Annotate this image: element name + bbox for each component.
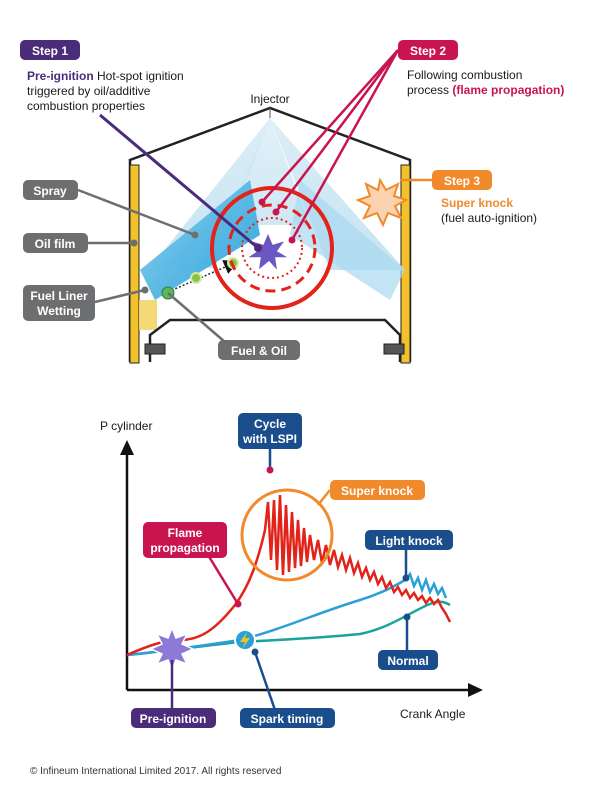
- cycle-lspi-label-line2: with LSPI: [242, 432, 297, 446]
- oil-film-label-box: [23, 233, 88, 253]
- spark-timing-leader-dot: [251, 648, 259, 656]
- light-knock-badge: [365, 530, 453, 550]
- oil-film-callout: Oil film: [23, 233, 138, 253]
- lspi-pressure-curve: [126, 494, 452, 657]
- fuel-liner-label-line2: Wetting: [37, 304, 81, 318]
- super-knock-highlight-ring: [240, 488, 334, 582]
- super-knock-badge: [330, 480, 425, 500]
- flame-front-inner: [241, 217, 303, 279]
- step-3-badge: [432, 170, 492, 190]
- spark-timing-label: Spark timing: [251, 712, 324, 726]
- super-knock-leader: [317, 489, 331, 506]
- light-knock-pressure-curve: [126, 571, 448, 657]
- light-knock-label: Light knock: [375, 534, 443, 548]
- fuel-liner-leader-dot: [141, 286, 149, 294]
- normal-leader-dot: [403, 613, 411, 621]
- piston-ring-left: [144, 343, 166, 355]
- spray-label: Spray: [33, 184, 67, 198]
- step-2-desc-prefix: process: [407, 83, 452, 97]
- super-knock-star-icon: [355, 177, 409, 228]
- fuel-liner-label-box: [23, 285, 95, 321]
- fuel-liner-wetting-callout: Fuel Liner Wetting: [23, 285, 149, 321]
- super-knock-chart-label: Super knock: [341, 484, 413, 498]
- fuel-spray-cone: [140, 180, 260, 300]
- spark-timing-badge: [240, 708, 335, 728]
- x-axis-label: Crank Angle: [400, 707, 466, 721]
- step-2-badge-text: Step 2: [410, 44, 446, 58]
- step-1-description-line3: combustion properties: [27, 99, 145, 113]
- step-2-leader-1: [261, 49, 399, 203]
- step-2-dot-3: [288, 236, 296, 244]
- step-2-highlight: (flame propagation): [452, 83, 564, 97]
- step-1-callout: Step 1: [20, 40, 262, 252]
- oil-film-leader-dot: [130, 239, 138, 247]
- spray-callout: Spray: [23, 180, 199, 239]
- y-axis-arrow-icon: [120, 440, 134, 455]
- flame-front-outer: [210, 186, 334, 310]
- oil-film-left-liner: [129, 164, 140, 364]
- step-3-description: (fuel auto-ignition): [441, 211, 537, 225]
- step-1-description-line2: triggered by oil/additive: [27, 84, 151, 98]
- pre-ignition-chart-label: Pre-ignition: [140, 712, 207, 726]
- step-1-leader: [99, 113, 259, 250]
- flame-propagation-badge: [143, 522, 227, 558]
- fuel-oil-callout: Fuel & Oil: [167, 292, 300, 360]
- step-2-badge: [398, 40, 458, 60]
- step-1-desc-1: Hot-spot ignition: [97, 69, 184, 83]
- oil-film-label: Oil film: [35, 237, 76, 251]
- pressure-chart: P cylinder Crank Angle Cycle with LSPI S…: [100, 413, 483, 728]
- light-knock-leader-dot: [402, 574, 410, 582]
- copyright-notice: © Infineum International Limited 2017. A…: [30, 766, 281, 777]
- y-axis-label: P cylinder: [100, 419, 152, 433]
- normal-label: Normal: [387, 654, 428, 668]
- fuel-oil-label-box: [218, 340, 300, 360]
- fuel-liner-wetting-patch: [139, 300, 157, 330]
- step-2-leader-3: [290, 49, 400, 241]
- fuel-liner-leader: [94, 288, 146, 304]
- spray-label-box: [23, 180, 78, 200]
- step-1-leader-dot: [254, 244, 262, 252]
- step-2-callout: Step 2: [258, 40, 458, 244]
- step-3-callout: Step 3: [400, 170, 492, 190]
- step-2-description-line2: process (flame propagation): [407, 83, 564, 97]
- step-1-description-line1: Pre-ignition Hot-spot ignition: [27, 69, 184, 83]
- step-3-highlight: Super knock: [441, 196, 513, 210]
- fuel-liner-label-line1: Fuel Liner: [30, 289, 88, 303]
- step-2-description-line1: Following combustion: [407, 68, 522, 82]
- cycle-lspi-label-line1: Cycle: [254, 417, 286, 431]
- fuel-oil-droplet-2: [190, 272, 202, 284]
- flame-front-middle: [227, 203, 317, 293]
- spray-leader-dot: [191, 231, 199, 239]
- fuel-oil-leader: [167, 292, 226, 343]
- lightning-bolt-icon: [240, 632, 250, 649]
- x-axis-arrow-icon: [468, 683, 483, 697]
- step-2-dot-2: [272, 208, 280, 216]
- cycle-lspi-badge: [238, 413, 302, 449]
- engine-cylinder: [128, 106, 412, 364]
- injector-label: Injector: [250, 92, 289, 106]
- normal-badge: [378, 650, 438, 670]
- step-3-badge-text: Step 3: [444, 174, 480, 188]
- spark-timing-leader: [253, 651, 277, 711]
- step-2-dot-1: [258, 198, 266, 206]
- flame-propagation-leader: [203, 549, 240, 605]
- cycle-lspi-leader-dot: [266, 466, 274, 474]
- piston-ring-right: [383, 343, 405, 355]
- flame-propagation-label-line2: propagation: [150, 541, 219, 555]
- flame-propagation-label-line1: Flame: [168, 526, 203, 540]
- pre-ignition-badge: [131, 708, 216, 728]
- step-1-highlight: Pre-ignition: [27, 69, 94, 83]
- oil-film-right-liner: [400, 164, 411, 364]
- flame-propagation-leader-dot: [234, 600, 242, 608]
- step-2-leader-2: [275, 49, 399, 213]
- fuel-oil-label: Fuel & Oil: [231, 344, 287, 358]
- spray-leader: [77, 188, 196, 237]
- step-1-badge-text: Step 1: [32, 44, 68, 58]
- step-1-badge: [20, 40, 80, 60]
